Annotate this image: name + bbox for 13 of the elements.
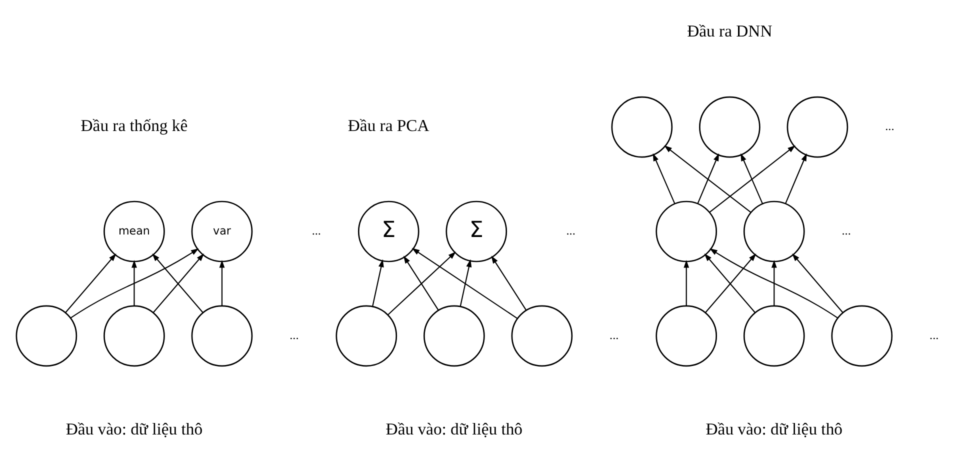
label: ... xyxy=(885,119,894,134)
label: ... xyxy=(312,224,321,238)
label: Đầu ra PCA xyxy=(348,116,430,135)
label: ... xyxy=(610,328,619,342)
label: ... xyxy=(290,328,299,342)
label: Đầu ra thống kê xyxy=(80,116,188,135)
label: ... xyxy=(842,224,851,238)
label: Đầu ra DNN xyxy=(687,22,772,41)
label: Đầu vào: dữ liệu thô xyxy=(706,419,842,438)
label: Đầu vào: dữ liệu thô xyxy=(66,419,203,438)
label: Đầu vào: dữ liệu thô xyxy=(386,419,523,438)
label: ... xyxy=(566,224,576,238)
label: ... xyxy=(930,328,939,342)
